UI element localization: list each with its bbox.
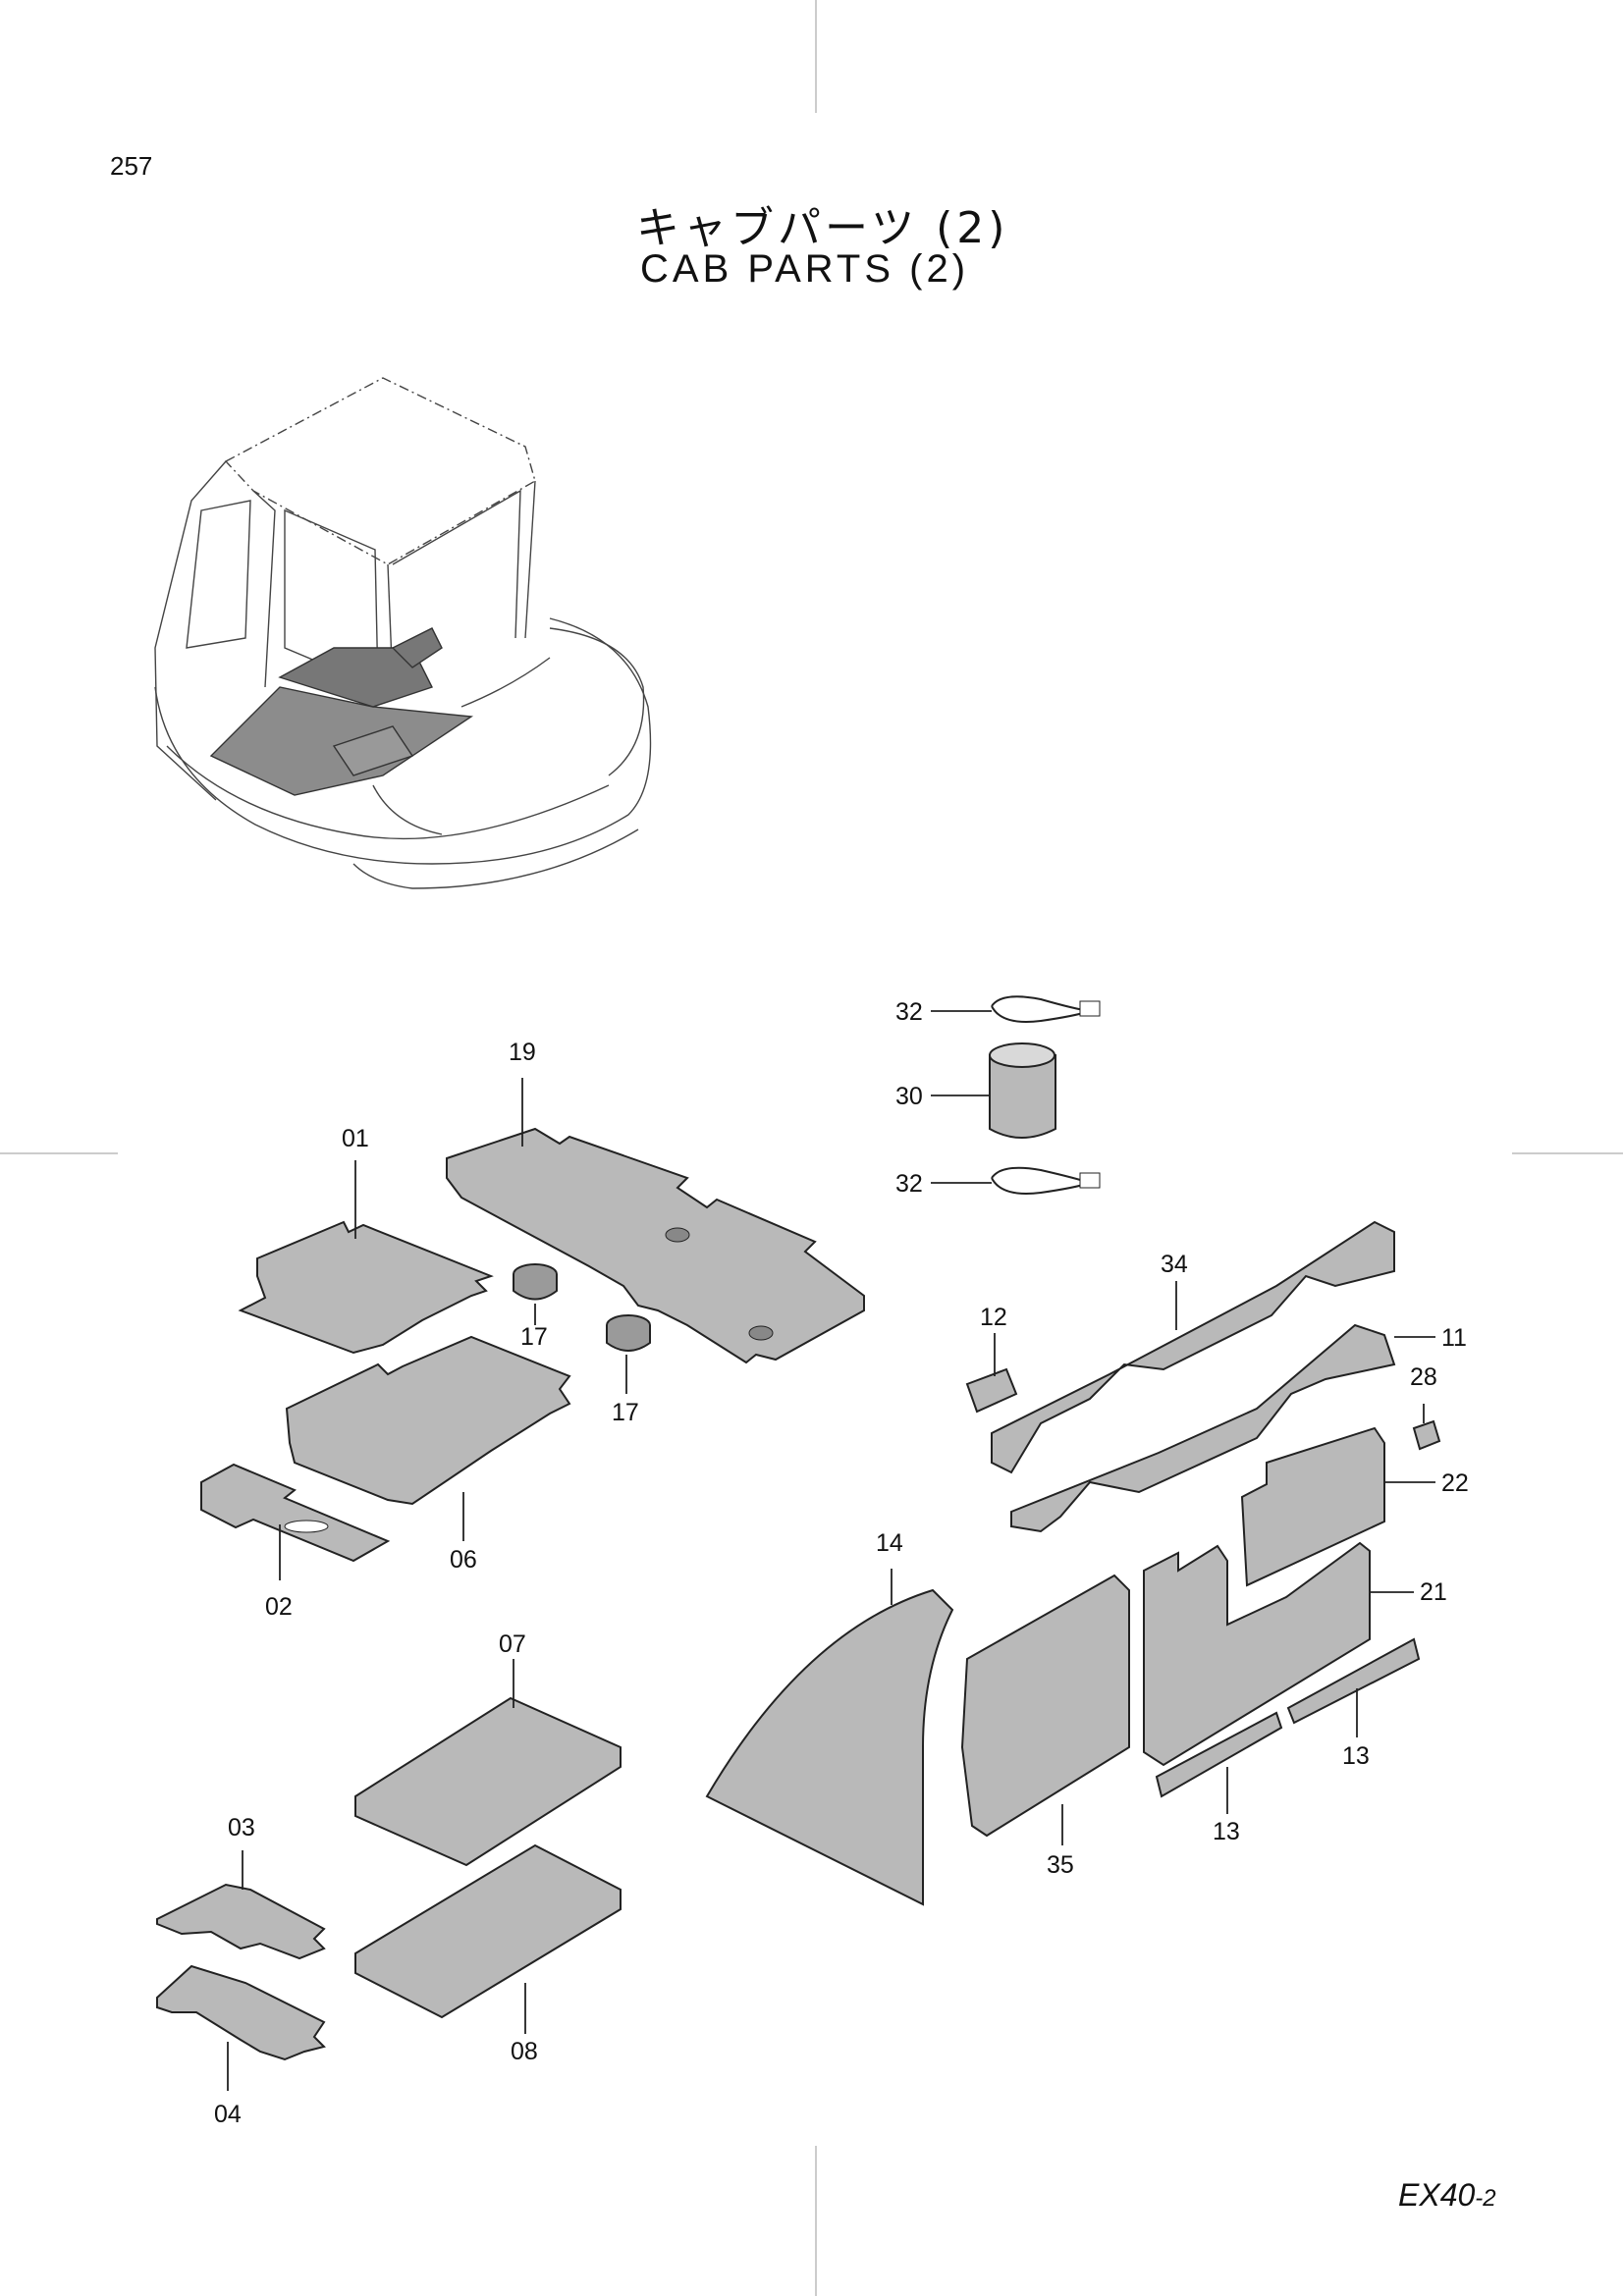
model-code: EX40-2 [1398,2177,1496,2214]
part-21-shape [1143,1541,1371,1767]
part-34-shape [991,1220,1395,1474]
part-14-shape [705,1588,954,1906]
callout-32b: 32 [895,1170,923,1198]
part-08-shape [354,1843,622,2019]
part-17b-shape [606,1314,651,1352]
callout-11: 11 [1441,1324,1467,1352]
callout-01: 01 [342,1125,369,1152]
callout-04: 04 [214,2101,242,2128]
page-title-japanese: キャブパーツ (2) [636,203,1009,253]
part-07-shape [354,1696,622,1867]
part-28-shape [1412,1419,1441,1451]
part-04-shape [156,1964,326,2061]
model-suffix: -2 [1475,2185,1496,2212]
callout-19: 19 [509,1039,536,1066]
part-19-shape [446,1127,865,1364]
part-32b-shape [991,1166,1101,1195]
callout-17b: 17 [612,1399,639,1426]
part-22-shape [1240,1426,1385,1587]
callouts: 01 02 03 04 06 07 08 11 12 13 13 14 17 1… [214,998,1469,2128]
callout-17a: 17 [520,1323,548,1351]
callout-32a: 32 [895,998,923,1026]
callout-30: 30 [895,1083,923,1110]
part-13a-shape [1155,1711,1283,1798]
leader-lines [227,1010,1435,2091]
part-12-shape [965,1367,1018,1414]
callout-03: 03 [228,1814,255,1842]
callout-13b: 13 [1342,1742,1370,1770]
part-32a-shape [991,995,1101,1023]
callout-34: 34 [1161,1251,1188,1278]
part-06-shape [285,1335,571,1506]
callout-22: 22 [1441,1469,1469,1497]
part-03-shape [156,1883,326,1960]
model-main: EX40 [1398,2177,1476,2213]
callout-35: 35 [1047,1851,1074,1879]
cab-overview-illustration [154,377,652,889]
callout-08: 08 [511,2038,538,2065]
callout-02: 02 [265,1593,293,1621]
part-17a-shape [513,1263,558,1301]
callout-21: 21 [1420,1578,1447,1606]
callout-13a: 13 [1213,1818,1240,1845]
page-number: 257 [110,151,153,181]
part-13b-shape [1286,1637,1421,1725]
part-11-shape [1010,1323,1396,1533]
part-01-shape [238,1220,494,1355]
part-02-shape [200,1463,391,1563]
part-30-shape [989,1042,1056,1139]
callout-14: 14 [876,1529,903,1557]
callout-28: 28 [1410,1363,1437,1391]
callout-12: 12 [980,1304,1007,1331]
page-title-english: CAB PARTS (2) [640,247,970,291]
callout-07: 07 [499,1630,526,1658]
part-35-shape [960,1574,1130,1838]
callout-06: 06 [450,1546,477,1574]
